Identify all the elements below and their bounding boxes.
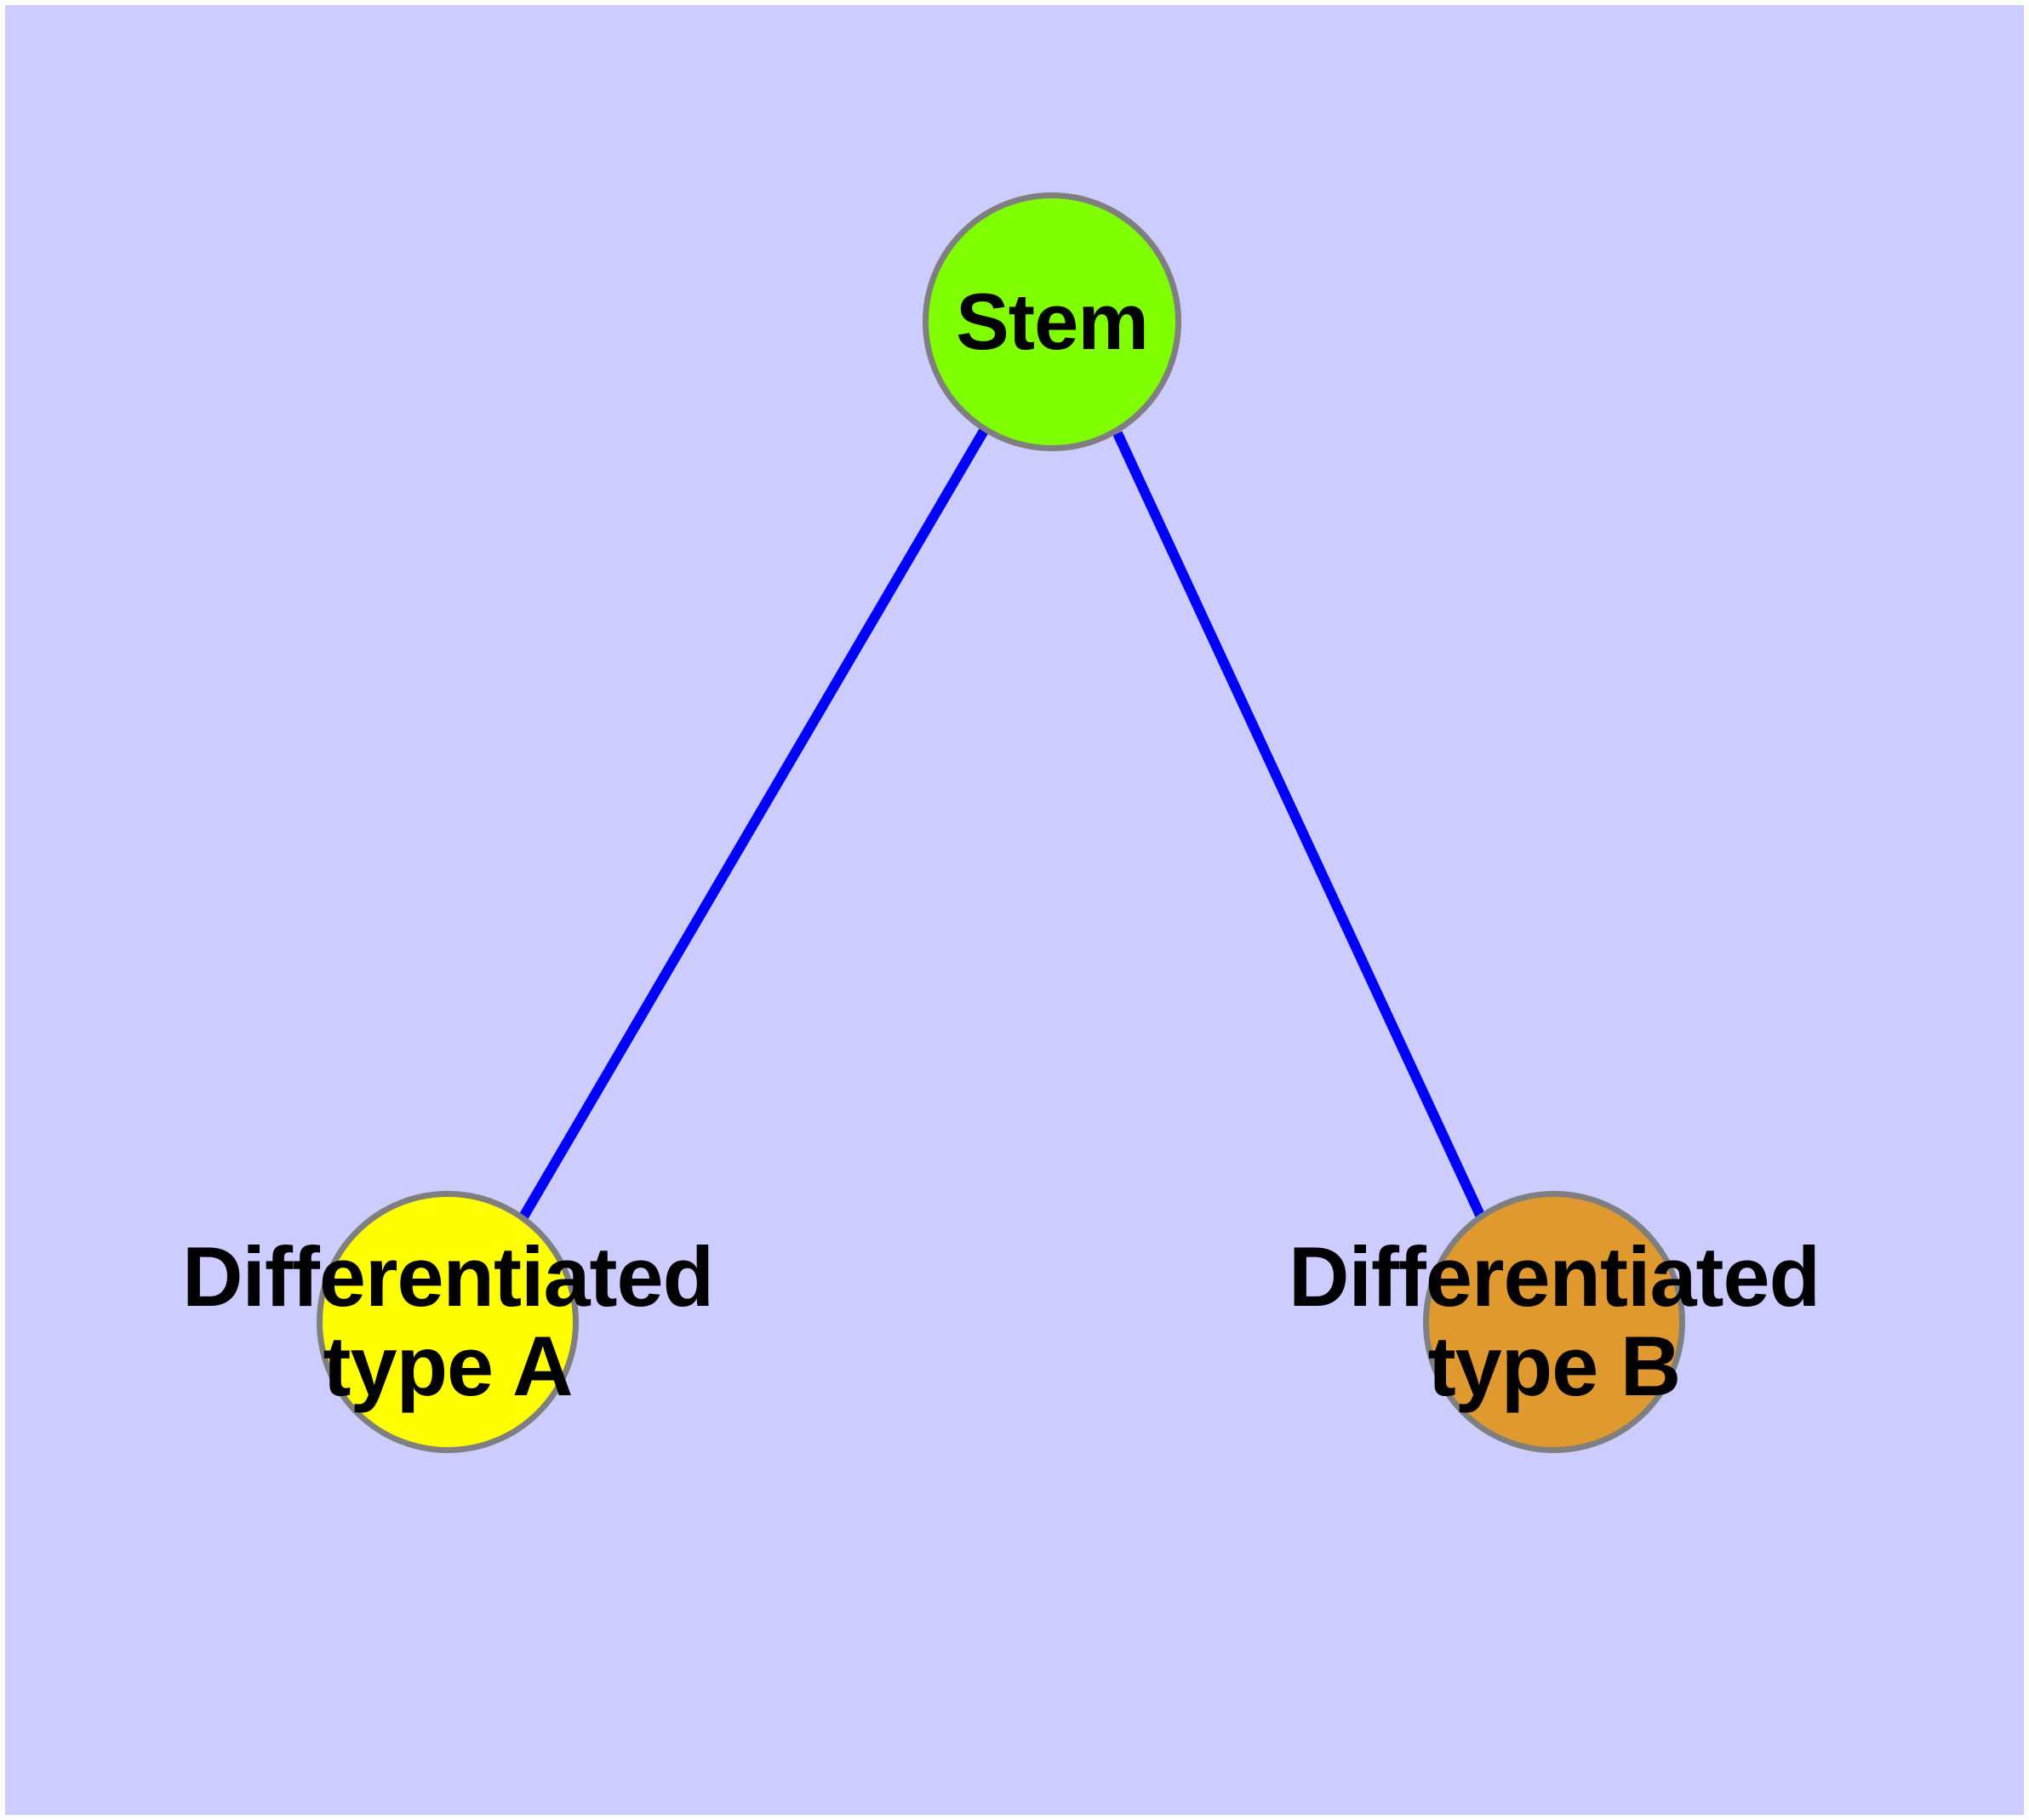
edge-stem-to-differentiated-type-a <box>514 427 989 1228</box>
edge-stem-to-differentiated-type-b <box>1112 431 1489 1225</box>
node-differentiated-type-a[interactable] <box>317 1191 579 1453</box>
node-differentiated-type-b[interactable] <box>1423 1191 1685 1453</box>
node-stem[interactable] <box>923 192 1181 451</box>
node-layer: Stem Differentiated type A Differentiate… <box>5 5 2024 1815</box>
edge-layer <box>514 427 1489 1228</box>
